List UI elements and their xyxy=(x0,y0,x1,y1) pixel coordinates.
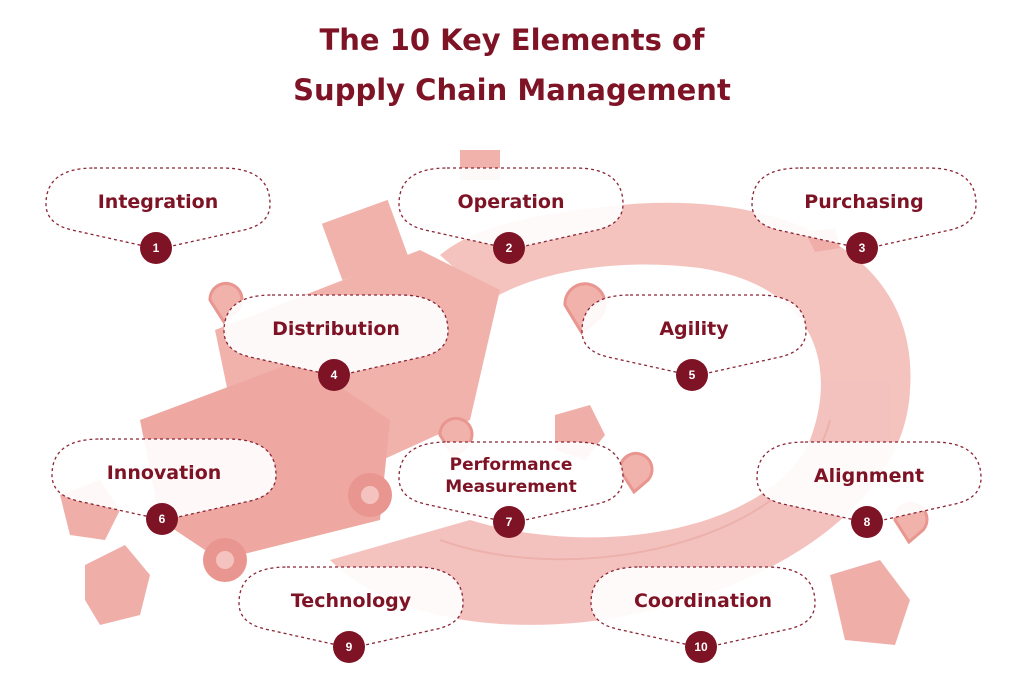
page-title-line-1: The 10 Key Elements of xyxy=(319,23,705,57)
element-card-coordination: Coordination 10 xyxy=(589,565,817,663)
element-number-badge: 6 xyxy=(146,503,178,535)
element-number-badge: 7 xyxy=(493,506,525,538)
element-number-badge: 8 xyxy=(851,506,883,538)
element-number-badge: 1 xyxy=(140,232,172,264)
element-number-badge: 10 xyxy=(685,631,717,663)
element-card-innovation: Innovation 6 xyxy=(50,437,278,535)
element-card-alignment: Alignment 8 xyxy=(755,440,983,538)
element-label: Technology xyxy=(290,590,412,612)
element-card-technology: Technology 9 xyxy=(237,565,465,663)
element-card-operation: Operation 2 xyxy=(397,166,625,264)
element-label: Distribution xyxy=(272,318,400,340)
element-card-performance-measurement: Performance Measurement 7 xyxy=(397,440,625,538)
element-label: Innovation xyxy=(106,462,222,484)
element-card-integration: Integration 1 xyxy=(44,166,272,264)
element-number-badge: 2 xyxy=(493,232,525,264)
element-label: Integration xyxy=(97,191,219,213)
element-number-badge: 4 xyxy=(318,359,350,391)
element-number-badge: 9 xyxy=(333,631,365,663)
element-label: Alignment xyxy=(813,465,925,487)
element-label: Performance Measurement xyxy=(445,455,577,497)
element-label: Operation xyxy=(457,191,565,213)
element-card-distribution: Distribution 4 xyxy=(222,293,450,391)
element-label: Coordination xyxy=(633,590,773,612)
element-label: Agility xyxy=(659,318,729,340)
element-card-agility: Agility 5 xyxy=(580,293,808,391)
element-number-badge: 5 xyxy=(676,359,708,391)
element-number-badge: 3 xyxy=(846,232,878,264)
page-title-line-2: Supply Chain Management xyxy=(293,73,731,107)
element-card-purchasing: Purchasing 3 xyxy=(750,166,978,264)
element-label: Purchasing xyxy=(804,191,924,213)
